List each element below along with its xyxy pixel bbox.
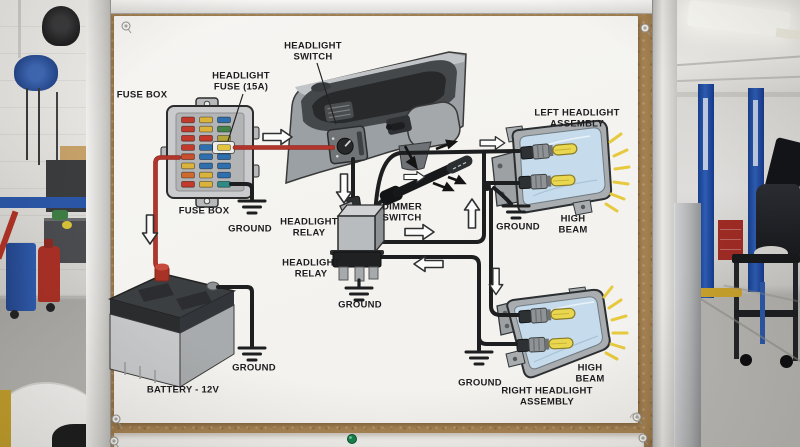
hose-reel-black [42, 6, 80, 46]
headlight-fuse-label: HEADLIGHT FUSE (15A) [212, 70, 270, 92]
left-headlight-label: LEFT HEADLIGHT ASSEMBLY [534, 107, 620, 129]
board-frame-top [86, 0, 676, 14]
headlight-relay-label-1: HEADLIGHT RELAY [280, 216, 338, 238]
toolbox-drawer [720, 239, 741, 240]
ceiling-joist [672, 55, 800, 67]
board-frame-right [652, 0, 677, 447]
lift-post [698, 84, 714, 298]
cart-wheel [780, 355, 793, 368]
caster-wheel [46, 303, 55, 312]
board-frame-left [86, 0, 111, 447]
hose-reel-blue [14, 55, 58, 91]
cart-shelf [734, 310, 798, 317]
red-toolbox [718, 220, 743, 260]
dark-car [756, 184, 800, 256]
toolbox-drawer [720, 249, 741, 250]
garage-left-scene [0, 0, 114, 447]
headlight-switch-label: HEADLIGHT SWITCH [284, 40, 342, 62]
right-high-beam-label: HIGH BEAM [575, 362, 605, 384]
fluorescent-light-small [775, 27, 800, 42]
gray-post [674, 203, 701, 447]
lift-arm-yellow [692, 288, 742, 297]
conduit-pipe [18, 0, 21, 58]
cart-top [732, 254, 800, 263]
cart-blue-strut [760, 282, 765, 344]
headlight-relay-label-2: HEADLIGHT RELAY [282, 257, 340, 279]
toolbox-drawer [720, 229, 741, 230]
yellow-post [0, 390, 11, 447]
hanging-hose [38, 88, 40, 165]
battery-label: BATTERY - 12V [146, 384, 220, 396]
tank-cap [44, 239, 53, 248]
relay-ground-label: GROUND [338, 299, 382, 311]
oil-drain-tank [38, 246, 60, 302]
hanging-hose [56, 92, 58, 162]
ceiling-joist [672, 75, 800, 83]
blue-wall-stripe [0, 197, 88, 208]
left-high-beam-label: HIGH BEAM [558, 213, 588, 235]
fuse-box-top-label: FUSE BOX [116, 89, 168, 101]
lower-poster-edge [114, 433, 644, 447]
fuse-box-bottom-label: FUSE BOX [178, 205, 230, 217]
wall-beam [672, 92, 800, 97]
hanging-hose [26, 88, 28, 160]
green-equipment [52, 210, 68, 220]
right-headlight-label: RIGHT HEADLIGHT ASSEMBLY [501, 385, 593, 407]
battery-ground-label: GROUND [232, 362, 276, 374]
cart-wheel [740, 354, 752, 366]
yellow-equipment [62, 221, 72, 229]
lift-post-label [703, 98, 708, 170]
dimmer-switch-label: DIMMER SWITCH [381, 201, 423, 223]
fuse-box-ground-label: GROUND [228, 223, 272, 235]
caster-wheel [10, 310, 19, 319]
car-windshield [52, 424, 88, 447]
lift-post-label [753, 100, 758, 166]
left-headlight-ground-label: GROUND [496, 221, 540, 233]
blue-cart [6, 243, 36, 311]
work-cart [732, 254, 800, 368]
right-headlight-ground-label: GROUND [458, 377, 502, 389]
